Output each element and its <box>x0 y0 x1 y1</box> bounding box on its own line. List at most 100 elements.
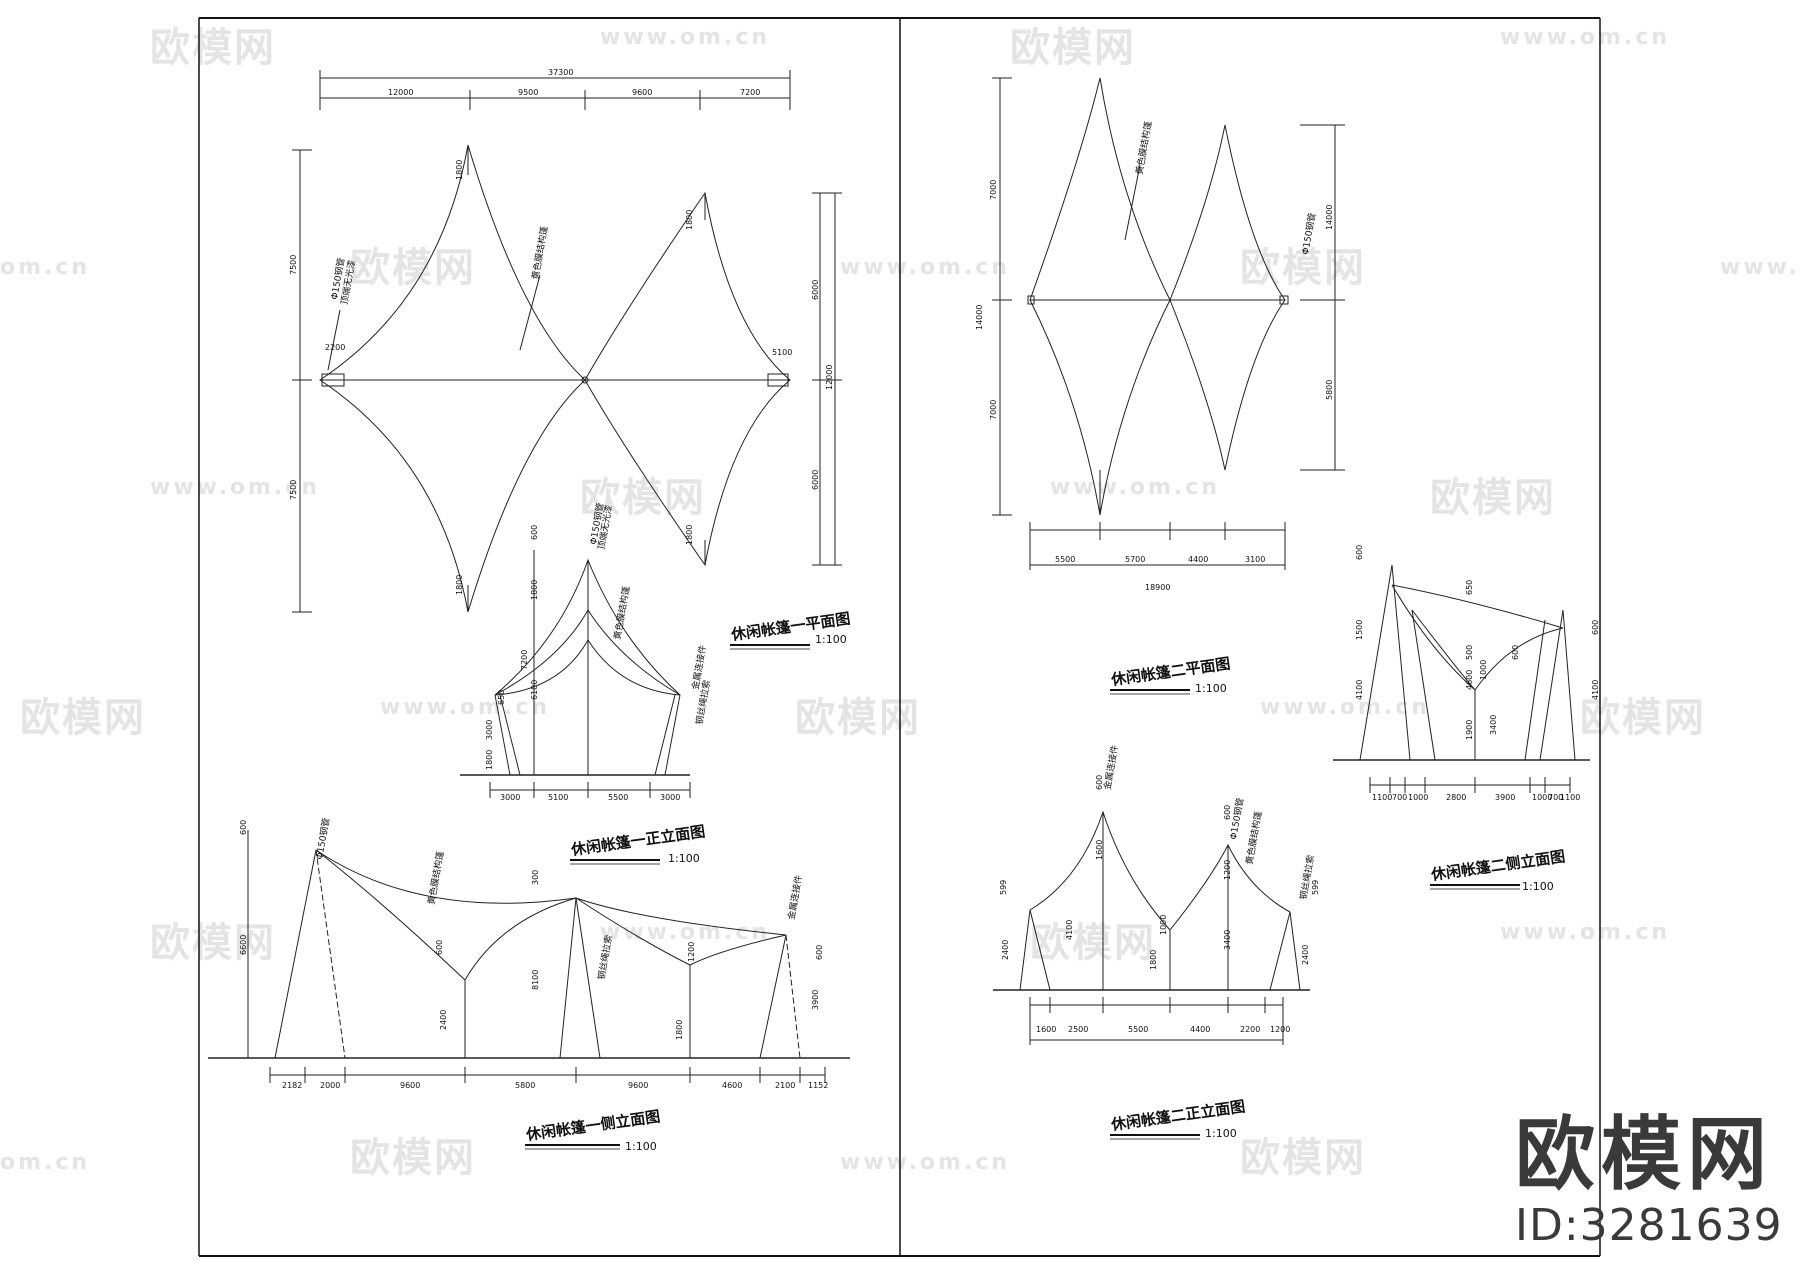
tent1-front-scale: 1:100 <box>668 852 700 865</box>
dimension-label: 600 <box>815 945 824 960</box>
dimension-label: 1000 <box>1479 660 1488 680</box>
tent1-front-elevation <box>460 550 691 798</box>
dimension-label: 5500 <box>1128 1025 1148 1034</box>
dimension-label: 3000 <box>500 793 520 802</box>
tent2-front-scale: 1:100 <box>1205 1127 1237 1140</box>
dimension-label: 1900 <box>1465 720 1474 740</box>
dimension-label: 1800 <box>530 580 539 600</box>
dimension-label: 12000 <box>388 88 413 97</box>
dimension-label: 7200 <box>520 650 529 670</box>
dimension-label: 2100 <box>775 1081 795 1090</box>
dimension-label: 5800 <box>515 1081 535 1090</box>
dimension-label: 1600 <box>1095 840 1104 860</box>
dimension-label: 6000 <box>811 280 820 300</box>
dimension-label: 3000 <box>485 720 494 740</box>
tent1-side-title: 休闲帐篷一侧立面图 <box>524 1107 661 1144</box>
dimension-label: 500 <box>1465 645 1474 660</box>
dimension-label: 7000 <box>989 180 998 200</box>
dimension-label: 14000 <box>975 305 984 330</box>
dimension-label: 1800 <box>675 1020 684 1040</box>
dimension-label: 4100 <box>1355 680 1364 700</box>
model-id-label: ID:3281639 <box>1515 1200 1783 1251</box>
dimension-label: 700 <box>1548 793 1563 802</box>
dimension-label: 4400 <box>1190 1025 1210 1034</box>
dimension-label: 5100 <box>548 793 568 802</box>
tent2-plan-scale: 1:100 <box>1195 682 1227 695</box>
dimension-label: 9600 <box>628 1081 648 1090</box>
dimension-label: 18900 <box>1145 583 1170 592</box>
dimension-label: 9600 <box>632 88 652 97</box>
dimension-label: 599 <box>1311 880 1320 895</box>
dimension-label: 600 <box>530 525 539 540</box>
dimension-label: 4100 <box>1065 920 1074 940</box>
dimension-label: 2400 <box>1001 940 1010 960</box>
dimension-label: 3000 <box>660 793 680 802</box>
dimension-label: 5500 <box>1055 555 1075 564</box>
callout-note: 金属连接件 <box>785 874 805 920</box>
dimension-label: 3900 <box>811 990 820 1010</box>
dimension-label: 1800 <box>455 160 464 180</box>
dimension-label: 2400 <box>1301 945 1310 965</box>
dimension-label: 2200 <box>325 343 345 352</box>
dimension-label: 1000 <box>1408 793 1428 802</box>
callout-note: 金属连接件 <box>1101 744 1121 790</box>
dimension-label: 1200 <box>1223 860 1232 880</box>
sheet-frame <box>198 17 1601 1257</box>
dimension-label: 1500 <box>1355 620 1364 640</box>
dimension-label: 1800 <box>455 575 464 595</box>
dimension-label: 2500 <box>1068 1025 1088 1034</box>
dimension-label: 5500 <box>608 793 628 802</box>
dimension-label: 2800 <box>1446 793 1466 802</box>
dimension-label: 2182 <box>282 1081 302 1090</box>
dimension-label: 1800 <box>685 525 694 545</box>
tent2-side-scale: 1:100 <box>1522 880 1554 893</box>
dimension-label: 4600 <box>722 1081 742 1090</box>
tent2-side-elevation <box>1333 564 1590 793</box>
dimension-label: 650 <box>1465 580 1474 595</box>
dimension-label: 1800 <box>1149 950 1158 970</box>
dimension-label: 37300 <box>548 68 573 77</box>
callout-note: 黄色膜结构篷 <box>425 850 446 905</box>
title-underlines <box>525 644 1520 1150</box>
dimension-label: 4400 <box>1188 555 1208 564</box>
dimension-label: 3900 <box>1495 793 1515 802</box>
dimension-label: 5800 <box>1325 380 1334 400</box>
dimension-label: 5700 <box>1125 555 1145 564</box>
dimension-label: 700 <box>1392 793 1407 802</box>
dimension-label: 7000 <box>989 400 998 420</box>
tent2-side-title: 休闲帐篷二侧立面图 <box>1429 847 1566 884</box>
dimension-label: 5100 <box>772 348 792 357</box>
dimension-label: 600 <box>435 940 444 955</box>
dimension-label: 2400 <box>439 1010 448 1030</box>
dimension-label: 3400 <box>1223 930 1232 950</box>
dimension-label: 1200 <box>687 942 696 962</box>
dimension-label: 6600 <box>239 935 248 955</box>
dimension-label: 1000 <box>1532 793 1552 802</box>
tent2-front-elevation <box>993 810 1310 1045</box>
dimension-label: 1800 <box>685 210 694 230</box>
callout-note: Φ150钢管 <box>313 817 332 861</box>
tent1-plan-view <box>292 70 842 613</box>
callout-note: 黄色膜结构篷 <box>1133 120 1154 175</box>
tent1-side-elevation <box>208 830 850 1083</box>
tent2-plan-view <box>992 77 1345 570</box>
callout-note: 黄色膜结构篷 <box>529 225 550 280</box>
dimension-label: 14000 <box>1325 205 1334 230</box>
dimension-label: 600 <box>1511 645 1520 660</box>
dimension-label: 3400 <box>1489 715 1498 735</box>
dimension-label: 9500 <box>518 88 538 97</box>
dimension-label: 1152 <box>808 1081 828 1090</box>
callout-note: 黄色膜结构篷 <box>1243 810 1264 865</box>
dimension-label: 7500 <box>289 480 298 500</box>
dimension-label: 600 <box>1223 805 1232 820</box>
dimension-label: 600 <box>239 820 248 835</box>
dimension-label: 1200 <box>1270 1025 1290 1034</box>
dimension-label: 6000 <box>811 470 820 490</box>
brand-block: 欧模网 ID:3281639 <box>1515 1090 1783 1251</box>
dimension-label: 3100 <box>1245 555 1265 564</box>
tent1-side-scale: 1:100 <box>625 1140 657 1153</box>
dimension-label: 1000 <box>1159 915 1168 935</box>
tent1-plan-scale: 1:100 <box>815 633 847 646</box>
